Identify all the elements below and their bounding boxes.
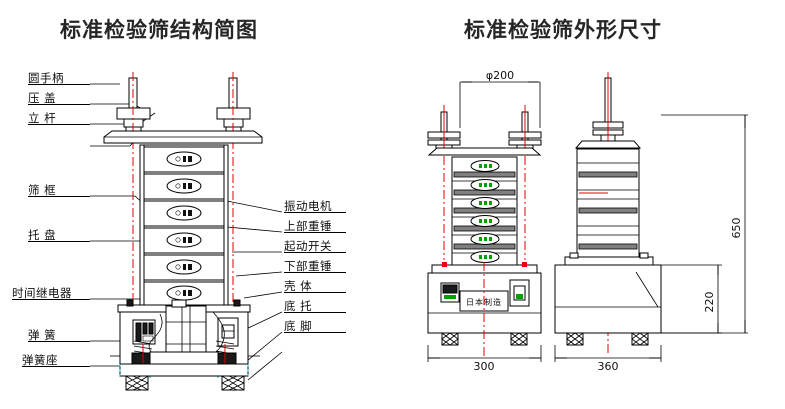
base-support bbox=[119, 351, 249, 377]
right-diagram-title: 标准检验筛外形尺寸 bbox=[464, 18, 662, 42]
sieve-frame-stack bbox=[451, 156, 518, 266]
callout-rule bbox=[284, 332, 346, 333]
sieve-label-oval bbox=[470, 215, 500, 227]
sieve-label-oval bbox=[470, 179, 500, 191]
left-diagram-panel: 圆手柄 压 盖 立 杆 筛 框 托 盘 时间继电器 弹 簧 弹簧座 振动电机 上… bbox=[12, 71, 346, 391]
left-machine-drawing bbox=[90, 72, 283, 391]
base-foot-right bbox=[631, 332, 649, 346]
sieve-label-oval bbox=[470, 233, 500, 245]
left-diagram-title: 标准检验筛结构简图 bbox=[60, 18, 258, 42]
callout-rule bbox=[284, 212, 346, 213]
callout-pressure-cover: 压 盖 bbox=[28, 91, 57, 105]
dimension-height-220-geometry bbox=[661, 264, 722, 334]
sieve-frame-stack bbox=[139, 144, 229, 306]
callout-upper-weight: 上部重锤 bbox=[284, 219, 332, 233]
time-relay bbox=[132, 319, 156, 345]
callout-base-foot: 底 脚 bbox=[284, 319, 313, 333]
dimension-height-650-text: 650 bbox=[730, 218, 743, 239]
sieve-label-oval bbox=[470, 251, 500, 263]
callout-housing: 壳 体 bbox=[284, 279, 313, 293]
pressure-cover bbox=[427, 147, 542, 156]
right-dimension-drawing: 日本制造 bbox=[427, 69, 748, 373]
sieve-frame bbox=[143, 146, 225, 173]
callout-sieve-frame: 筛 框 bbox=[28, 183, 57, 197]
upper-weight bbox=[171, 299, 187, 308]
base-foot-left bbox=[441, 332, 459, 346]
sieve-label-oval bbox=[470, 197, 500, 209]
callout-rule bbox=[28, 124, 90, 125]
callout-lower-weight: 下部重锤 bbox=[284, 259, 332, 273]
base-foot-right bbox=[510, 332, 528, 346]
front-view: 日本制造 bbox=[427, 81, 542, 362]
dimension-diameter-200-text: φ200 bbox=[486, 69, 514, 82]
side-view bbox=[554, 72, 662, 362]
right-diagram-panel: 日本制造 bbox=[400, 0, 785, 409]
dimension-width-300-text: 300 bbox=[474, 360, 495, 373]
callout-start-switch: 起动开关 bbox=[284, 239, 332, 253]
callout-rule bbox=[284, 292, 346, 293]
sieve-frame bbox=[143, 227, 225, 254]
callout-rule bbox=[28, 104, 90, 105]
dimension-height-220-text: 220 bbox=[703, 292, 716, 313]
pressure-cover bbox=[574, 140, 642, 149]
base-foot-left bbox=[566, 332, 584, 346]
sieve-label-oval bbox=[470, 160, 500, 172]
base-foot-left bbox=[125, 375, 149, 391]
dimension-width-360-text: 360 bbox=[598, 360, 619, 373]
callout-tray: 托 盘 bbox=[28, 228, 57, 242]
callout-rule bbox=[28, 341, 90, 342]
start-switch bbox=[509, 279, 530, 307]
callout-spring: 弹 簧 bbox=[28, 328, 57, 342]
callout-rule bbox=[28, 241, 90, 242]
callout-rule bbox=[28, 196, 90, 197]
base-foot-right bbox=[221, 375, 245, 391]
callout-base-support: 底 托 bbox=[284, 299, 313, 313]
sieve-frame-stack bbox=[576, 148, 640, 258]
callout-round-handle: 圆手柄 bbox=[28, 71, 64, 85]
callout-rule bbox=[284, 252, 346, 253]
callout-rule bbox=[284, 312, 346, 313]
callout-vibration-motor: 振动电机 bbox=[284, 199, 332, 213]
callout-rule bbox=[12, 299, 90, 300]
callout-spring-seat: 弹簧座 bbox=[22, 353, 58, 367]
sieve-frame bbox=[143, 200, 225, 227]
machine-housing: 日本制造 bbox=[427, 262, 542, 358]
start-switch bbox=[217, 317, 239, 347]
callout-rule bbox=[284, 232, 346, 233]
dimension-width-300-geometry bbox=[427, 345, 542, 362]
time-relay bbox=[440, 282, 460, 303]
machine-housing bbox=[554, 264, 662, 334]
dimension-diameter-200-geometry bbox=[459, 81, 541, 128]
callout-rule bbox=[28, 84, 90, 85]
sieve-frame bbox=[143, 173, 225, 200]
sieve-frame bbox=[143, 254, 225, 281]
callout-upright-rod: 立 杆 bbox=[28, 111, 57, 125]
callout-rule bbox=[284, 272, 346, 273]
callout-rule bbox=[22, 366, 90, 367]
dimension-width-360-geometry bbox=[554, 345, 662, 362]
callout-time-relay: 时间继电器 bbox=[12, 286, 72, 300]
pressure-cover bbox=[103, 130, 263, 144]
